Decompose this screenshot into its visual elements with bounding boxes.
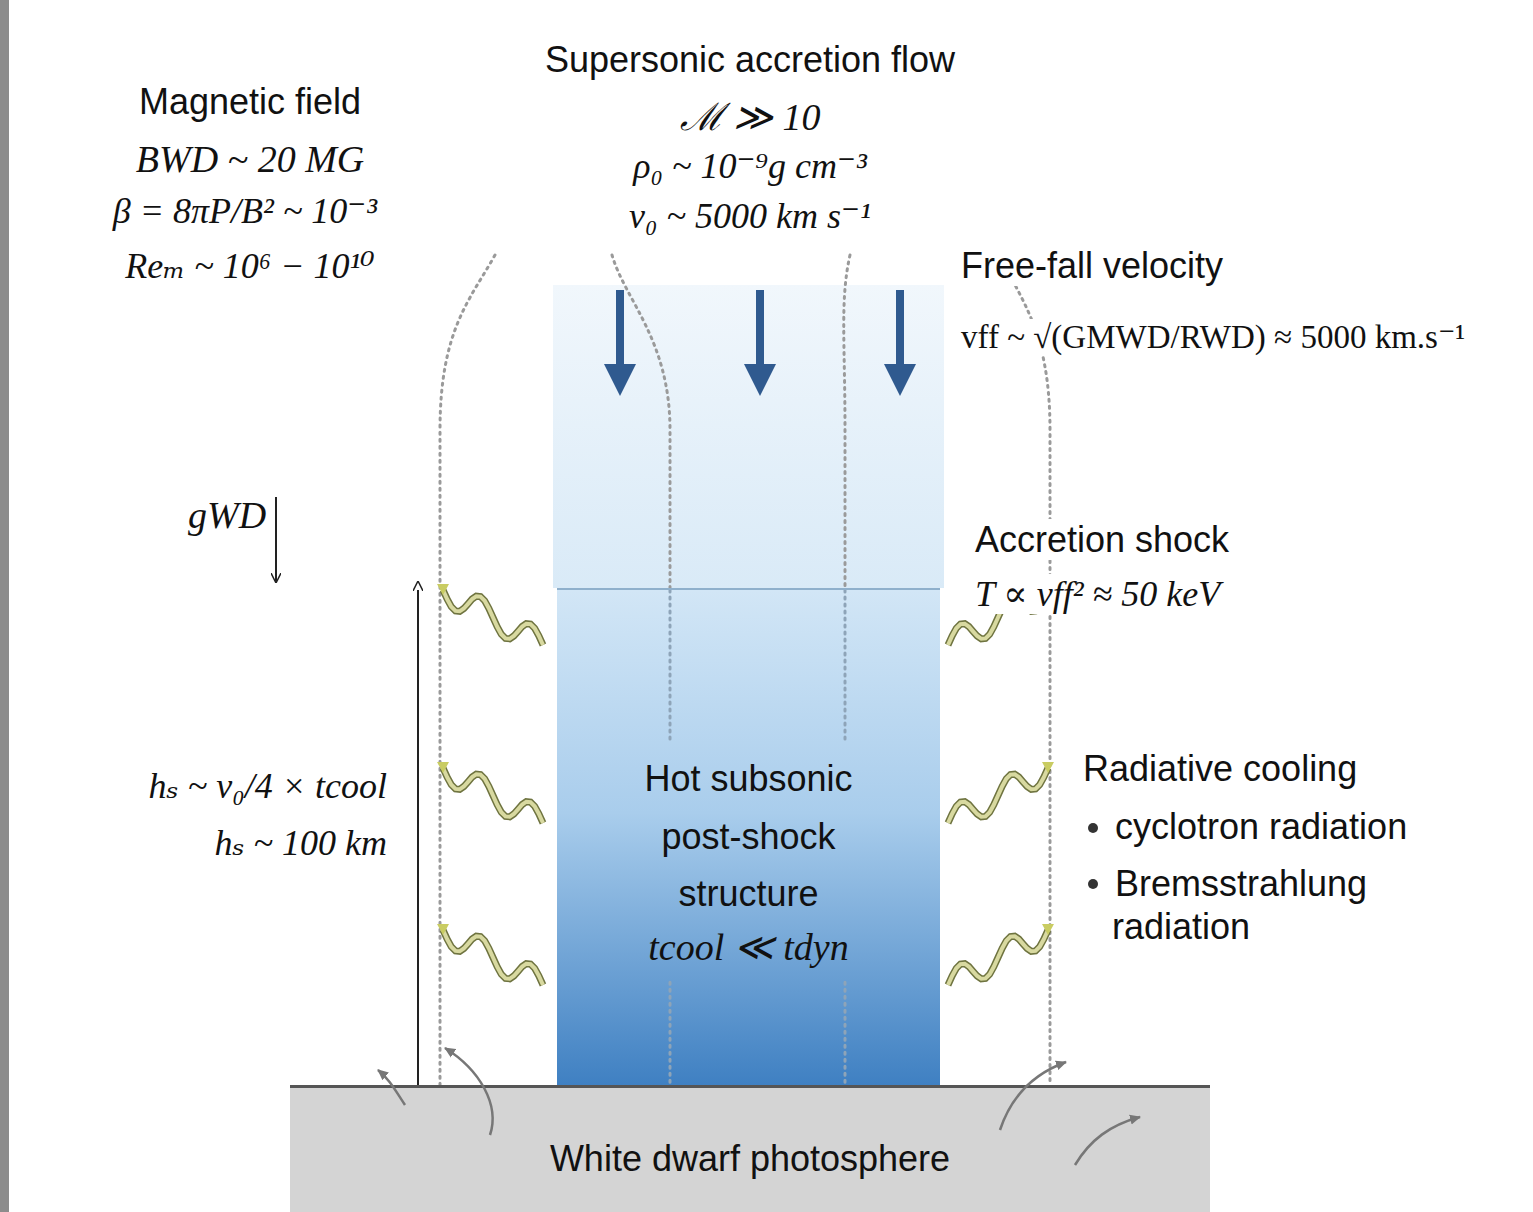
label-text: Supersonic accretion flow xyxy=(542,39,958,80)
annotation-label: v₀ ~ 5000 km s⁻¹ xyxy=(540,195,960,238)
label-text: Radiative cooling xyxy=(1080,748,1360,789)
label-text: hₛ ~ 100 km xyxy=(211,823,390,863)
annotation-label: cyclotron radiation xyxy=(1112,805,1527,848)
pre-shock-column xyxy=(553,285,944,590)
label-text: hₛ ~ v₀/4 × tcool xyxy=(146,766,390,806)
label-text: ρ₀ ~ 10⁻⁹g cm⁻³ xyxy=(630,146,870,186)
annotation-label: BWD ~ 20 MG xyxy=(60,137,440,183)
annotation-label: hₛ ~ 100 km xyxy=(40,822,390,865)
annotation-label: gWD xyxy=(185,493,265,539)
photosphere-band: White dwarf photosphere xyxy=(290,1085,1210,1212)
label-text: cyclotron radiation xyxy=(1112,806,1410,847)
label-text: v₀ ~ 5000 km s⁻¹ xyxy=(626,196,874,236)
annotation-label: vff ~ √(GMWD/RWD) ≈ 5000 km.s⁻¹ xyxy=(958,318,1528,358)
label-text: T ∝ vff² ≈ 50 keV xyxy=(972,574,1223,614)
label-text: Bremsstrahlung radiation xyxy=(1112,863,1367,947)
annotation-label: Reₘ ~ 10⁶ − 10¹⁰ xyxy=(40,245,460,288)
height-arrow xyxy=(417,590,419,1098)
post-shock-region: Hot subsonic post-shock structuretcool ≪… xyxy=(557,588,940,1085)
annotation-label: Magnetic field xyxy=(60,80,440,123)
field-lines xyxy=(440,255,1050,1085)
gravity-arrow xyxy=(275,497,277,582)
annotation-label: Accretion shock xyxy=(972,518,1392,561)
label-text: BWD ~ 20 MG xyxy=(133,138,367,180)
annotation-label: Bremsstrahlung radiation xyxy=(1112,862,1412,948)
annotation-label: hₛ ~ v₀/4 × tcool xyxy=(40,765,390,808)
label-text: Reₘ ~ 10⁶ − 10¹⁰ xyxy=(122,246,378,286)
inflow-arrows xyxy=(620,290,900,380)
annotation-label: Supersonic accretion flow xyxy=(520,38,980,81)
label-text: Free-fall velocity xyxy=(958,245,1226,286)
label-text: gWD xyxy=(185,494,269,536)
annotation-label: ℳ ≫ 10 xyxy=(580,95,920,141)
label-text: Accretion shock xyxy=(972,519,1232,560)
bullets xyxy=(1088,823,1098,889)
label-text: ℳ ≫ 10 xyxy=(677,96,824,138)
label-text: β = 8πP/B² ~ 10⁻³ xyxy=(110,191,380,231)
annotation-label: β = 8πP/B² ~ 10⁻³ xyxy=(20,190,470,233)
side-bar xyxy=(0,0,9,1212)
annotation-label: Free-fall velocity xyxy=(958,244,1378,287)
annotation-label: T ∝ vff² ≈ 50 keV xyxy=(972,573,1472,616)
condition-label: tcool ≪ tdyn xyxy=(557,923,940,972)
surface-label: White dwarf photosphere xyxy=(290,1137,1210,1180)
label-text: vff ~ √(GMWD/RWD) ≈ 5000 km.s⁻¹ xyxy=(958,319,1468,355)
process-label: Hot subsonic post-shock structure xyxy=(624,750,874,923)
label-text: Magnetic field xyxy=(136,81,364,122)
annotation-label: Radiative cooling xyxy=(1080,747,1520,790)
annotation-label: ρ₀ ~ 10⁻⁹g cm⁻³ xyxy=(540,145,960,188)
